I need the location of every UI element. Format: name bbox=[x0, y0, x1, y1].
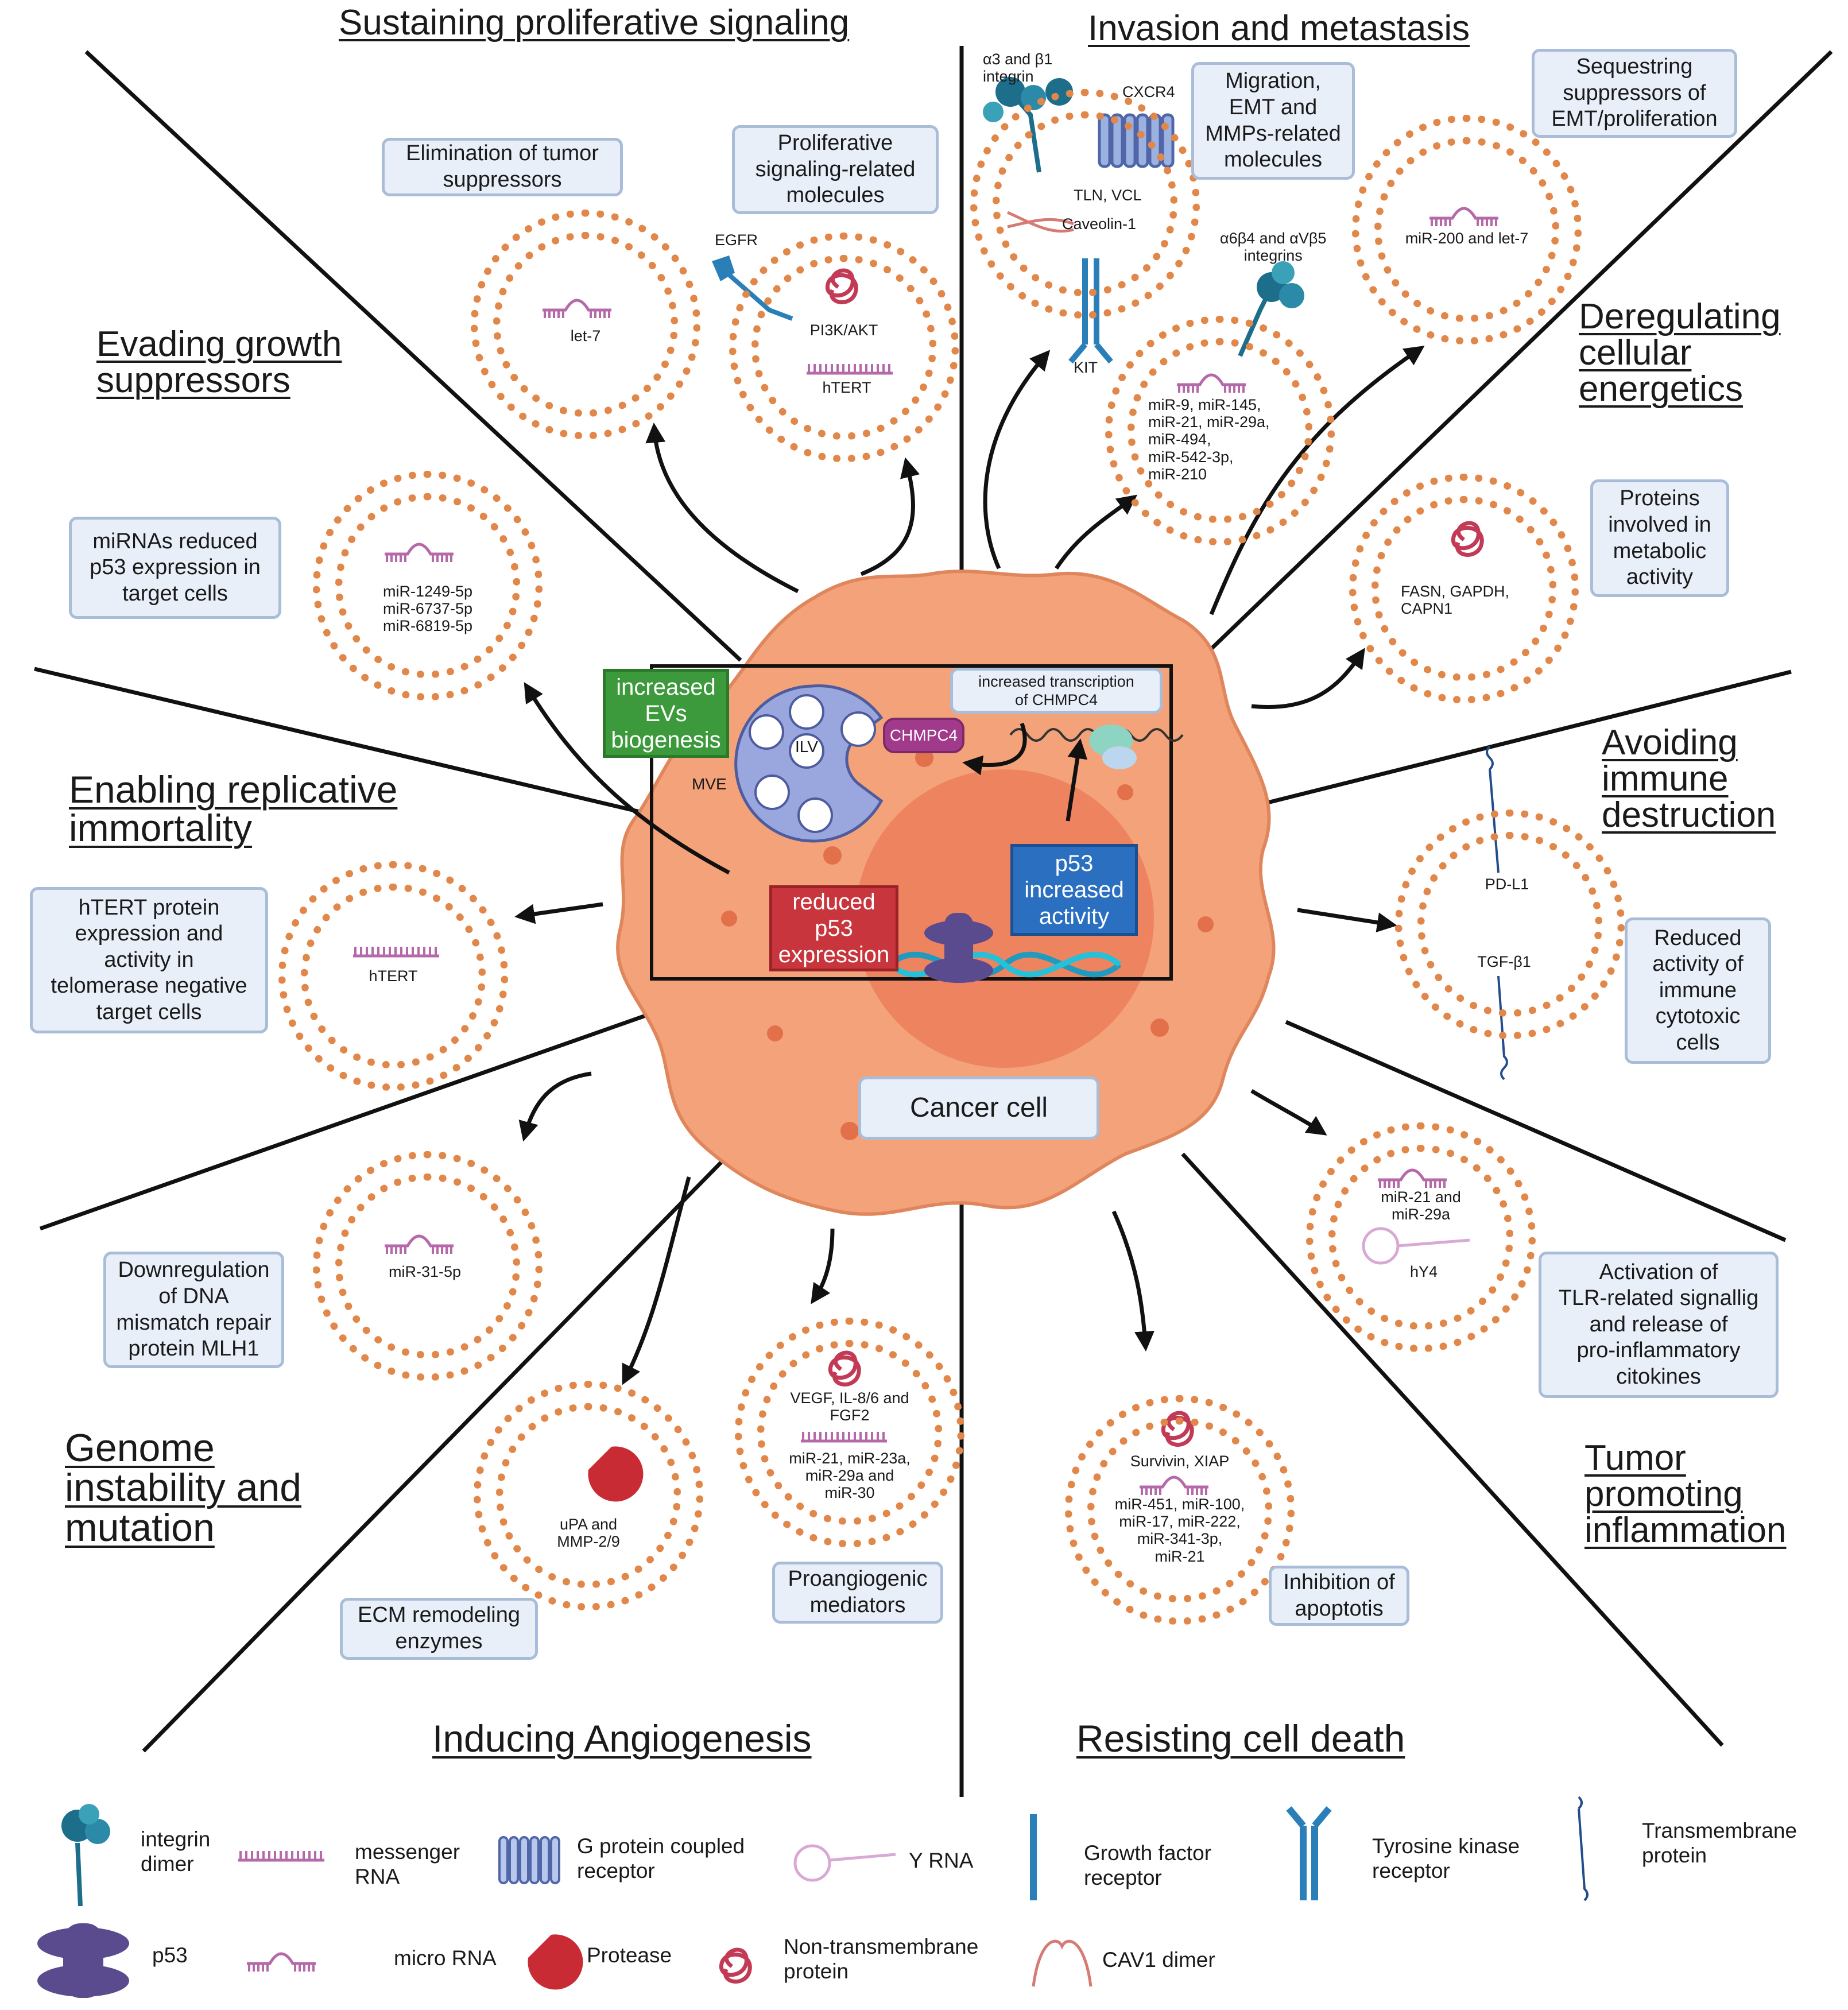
vesicle-label-htert-left: hTERT bbox=[369, 967, 418, 985]
hallmark-title-immortality: Enabling replicative immortality bbox=[69, 768, 398, 850]
hallmark-title-inflammation: Tumor promoting inflammation bbox=[1584, 1438, 1787, 1551]
legend-integrin-label: integrin dimer bbox=[141, 1827, 211, 1876]
box-ecm: ECM remodeling enzymes bbox=[340, 1598, 538, 1660]
mve-icon bbox=[734, 684, 884, 843]
vesicle-let7 bbox=[471, 210, 700, 439]
box-transcription: increased transcription of CHMPC4 bbox=[950, 668, 1163, 714]
legend-cav1-label: CAV1 dimer bbox=[1102, 1948, 1215, 1972]
legend-transmembrane-icon bbox=[1578, 1796, 1589, 1901]
tag-p53-increased: p53 increased activity bbox=[1010, 844, 1138, 936]
legend-y-rna-icon bbox=[793, 1844, 896, 1882]
vesicle-label-death-mirs: miR-451, miR-100, miR-17, miR-222, miR-3… bbox=[1114, 1496, 1245, 1565]
integrin-a6b4-icon bbox=[1238, 261, 1304, 357]
legend-protease-label: Protease bbox=[587, 1943, 672, 1967]
vesicle-label-hy4: hY4 bbox=[1409, 1263, 1438, 1280]
box-mirna-p53: miRNAs reduced p53 expression in target … bbox=[69, 517, 281, 619]
box-apoptosis: Inhibition of apoptotis bbox=[1269, 1566, 1409, 1626]
hallmark-title-energetics: Deregulating cellular energetics bbox=[1579, 297, 1781, 409]
ilv-label: ILV bbox=[795, 738, 818, 756]
vesicle-label-protease: uPA and MMP-2/9 bbox=[557, 1516, 620, 1551]
vesicle-label-pi3k: PI3K/AKT bbox=[809, 322, 878, 339]
ribosome-icon bbox=[1089, 725, 1137, 769]
tag-reduced-p53: reduced p53 expression bbox=[769, 885, 898, 971]
hallmark-title-invasion: Invasion and metastasis bbox=[1088, 9, 1470, 48]
tag-chmpc4: CHMPC4 bbox=[883, 718, 964, 753]
vesicle-label-inflam-mirs: miR-21 and miR-29a bbox=[1381, 1188, 1461, 1223]
egfr-label: EGFR bbox=[715, 231, 758, 249]
box-immune-reduced: Reduced activity of immune cytotoxic cel… bbox=[1625, 917, 1771, 1064]
box-proangiogenic: Proangiogenic mediators bbox=[772, 1562, 943, 1624]
legend-gpcr-icon bbox=[498, 1836, 560, 1884]
tag-increased-evs: increased EVs biogenesis bbox=[603, 669, 729, 758]
arrows bbox=[514, 346, 1425, 1385]
box-migration: Migration, EMT and MMPs-related molecule… bbox=[1191, 62, 1355, 180]
legend-p53-label: p53 bbox=[152, 1943, 188, 1967]
legend-y-rna-label: Y RNA bbox=[909, 1849, 974, 1872]
legend-protein-label: Non-transmembrane protein bbox=[784, 1935, 979, 1983]
legend-gpcr-label: G protein coupled receptor bbox=[577, 1834, 745, 1883]
hallmark-title-cell-death: Resisting cell death bbox=[1076, 1717, 1405, 1760]
vesicle-protease bbox=[474, 1381, 703, 1610]
box-metabolic: Proteins involved in metabolic activity bbox=[1590, 479, 1729, 597]
legend-mrna-icon bbox=[238, 1851, 324, 1860]
box-proliferative-molecules: Proliferative signaling-related molecule… bbox=[732, 125, 939, 214]
legend-mrna-label: messenger RNA bbox=[355, 1840, 460, 1888]
divider-lines bbox=[34, 46, 1833, 1797]
vesicle-label-mir200: miR-200 and let-7 bbox=[1405, 230, 1529, 247]
vesicle-label-let7: let-7 bbox=[570, 327, 601, 344]
vesicle-label-htert: hTERT bbox=[822, 379, 871, 396]
legend-tyrosine-kinase-icon bbox=[1286, 1806, 1332, 1900]
box-tlr: Activation of TLR-related signallig and … bbox=[1539, 1252, 1779, 1398]
kit-label: KIT bbox=[1074, 359, 1098, 376]
legend-growth-factor-label: Growth factor receptor bbox=[1084, 1841, 1212, 1889]
hallmark-title-angiogenesis: Inducing Angiogenesis bbox=[432, 1717, 812, 1760]
integrin-a6b4-label: α6β4 and αVβ5 integrins bbox=[1220, 230, 1327, 265]
integrin-a3b1-label: α3 and β1 integrin bbox=[983, 51, 1053, 86]
tln-vcl-label: TLN, VCL bbox=[1074, 187, 1142, 204]
cancer-cell-label: Cancer cell bbox=[858, 1076, 1099, 1140]
vesicle-label-mir31: miR-31-5p bbox=[388, 1263, 462, 1280]
legend-tyrosine-kinase-label: Tyrosine kinase receptor bbox=[1372, 1834, 1520, 1883]
cxcr4-label: CXCR4 bbox=[1122, 83, 1175, 100]
p53-dna-icon bbox=[924, 913, 993, 983]
legend-mirna-icon bbox=[247, 1954, 316, 1972]
vesicle-label-p53-mirs: miR-1249-5p miR-6737-5p miR-6819-5p bbox=[382, 583, 473, 635]
hallmark-title-genome: Genome instability and mutation bbox=[65, 1426, 302, 1550]
legend-protein-icon bbox=[721, 1950, 750, 1981]
vesicle-label-metabolic: FASN, GAPDH, CAPN1 bbox=[1401, 583, 1510, 618]
legend-transmembrane-label: Transmembrane protein bbox=[1642, 1819, 1797, 1867]
vesicle-label-invasion-mirs: miR-9, miR-145, miR-21, miR-29a, miR-494… bbox=[1148, 396, 1270, 483]
vesicle-inflammation bbox=[1306, 1122, 1536, 1352]
hallmark-title-proliferative: Sustaining proliferative signaling bbox=[339, 3, 850, 42]
tgf-b1-icon bbox=[1497, 975, 1508, 1080]
box-mlh1: Downregulation of DNA mismatch repair pr… bbox=[103, 1252, 284, 1368]
legend-p53-icon bbox=[37, 1923, 129, 1998]
vesicle-angiogenic bbox=[735, 1318, 964, 1547]
mve-label: MVE bbox=[692, 775, 727, 793]
legend-protease-icon bbox=[528, 1934, 583, 1990]
box-elimination: Elimination of tumor suppressors bbox=[382, 138, 623, 196]
vesicle-label-angio-mirs: miR-21, miR-23a, miR-29a and miR-30 bbox=[789, 1450, 911, 1502]
box-sequestring: Sequestring suppressors of EMT/prolifera… bbox=[1532, 49, 1737, 138]
hallmark-title-growth-suppressors: Evading growth suppressors bbox=[96, 324, 342, 401]
box-htert-protein: hTERT protein expression and activity in… bbox=[30, 887, 268, 1033]
vesicle-label-death-proteins: Survivin, XIAP bbox=[1130, 1453, 1230, 1470]
vesicle-immune bbox=[1395, 810, 1625, 1039]
legend-cav1-icon bbox=[1032, 1939, 1092, 1987]
legend-integrin-icon bbox=[61, 1804, 110, 1907]
hallmark-title-immune: Avoiding immune destruction bbox=[1602, 723, 1776, 835]
vesicle-proliferative bbox=[729, 233, 959, 462]
vesicle-label-angio-proteins: VEGF, IL-8/6 and FGF2 bbox=[790, 1389, 909, 1424]
vesicle-label-pdl1: PD-L1 bbox=[1485, 876, 1529, 893]
caveolin-label: Caveolin-1 bbox=[1062, 215, 1137, 233]
legend-mirna-label: micro RNA bbox=[394, 1946, 497, 1970]
vesicle-label-tgfb1: TGF-β1 bbox=[1477, 953, 1531, 970]
